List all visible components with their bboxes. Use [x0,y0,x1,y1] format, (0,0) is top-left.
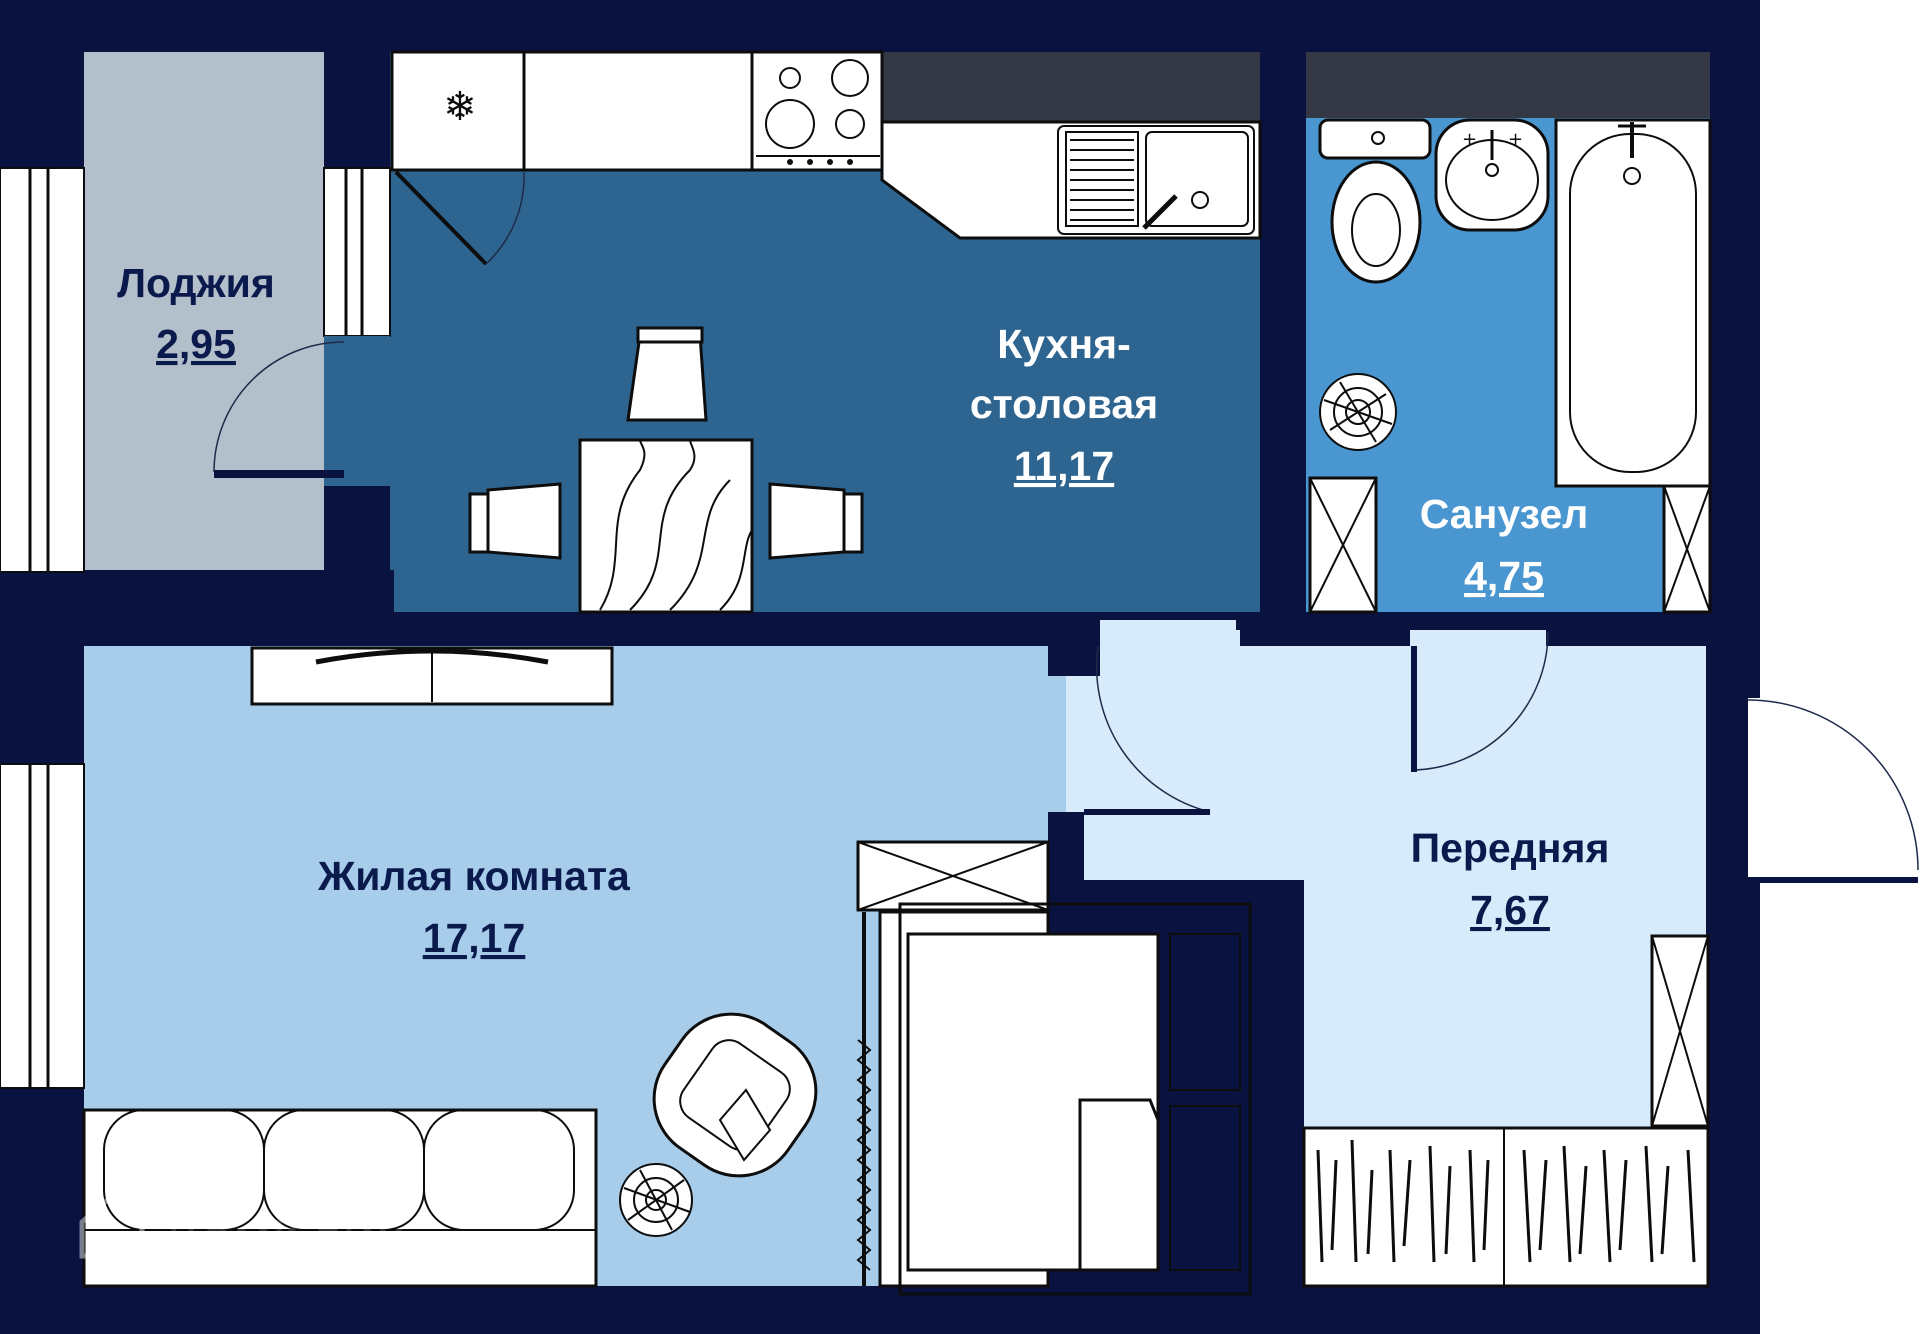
room-area-loggia: 2,95 [156,321,236,367]
plant-icon [619,1163,693,1237]
room-name-living: Жилая комната [317,853,631,899]
wall-kitchen-living [390,612,1100,646]
window-icon [0,763,85,1089]
outside-area [1760,0,1920,1334]
room-hall[interactable] [1066,630,1706,1128]
svg-text:+: + [1462,129,1477,150]
dining-table-icon [578,438,754,614]
bath-counter [1306,52,1710,118]
wall-living-hall-stub [1048,616,1100,676]
curtain [856,912,872,1286]
chair-icon [626,326,708,422]
wall-loggia-bottom [84,570,394,646]
stove-burners-icon [756,59,880,165]
window-icon [0,167,85,573]
bath-shelf [1662,484,1712,614]
door-icon[interactable] [1411,631,1549,772]
door-icon[interactable] [1084,645,1211,815]
room-name-loggia: Лоджия [117,260,275,306]
chair-icon [468,482,562,560]
wall-kitchen-bath [1260,52,1306,632]
watermark-logo: ДомКлик [79,1192,407,1269]
dresser [856,840,1050,912]
room-loggia[interactable] [84,52,324,570]
door-icon[interactable] [1747,698,1919,883]
room-area-bathroom: 4,75 [1464,553,1544,599]
wall-bath-bottom-right [1546,612,1710,646]
door-icon[interactable] [213,336,390,486]
room-name-kitchen-line2: столовая [970,381,1158,427]
room-area-kitchen: 11,17 [1014,443,1114,489]
room-name-bathroom: Санузел [1420,491,1589,537]
wardrobe-icon [1302,1126,1710,1288]
toilet-icon [1318,118,1432,284]
room-name-kitchen-line1: Кухня- [997,321,1130,367]
room-area-hall: 7,67 [1470,887,1550,933]
wall-entry-stub [1706,630,1760,698]
fridge-door [394,170,525,266]
wall-bath-bottom-left [1240,612,1410,646]
window-icon [323,167,391,337]
bed-icon [878,902,1252,1296]
armchair-icon [652,1012,818,1178]
watermark-text: ДомКлик [160,1209,407,1269]
plant-icon [1319,373,1397,451]
svg-text:❄: ❄ [443,84,477,130]
svg-text:+: + [1508,129,1523,150]
room-area-living: 17,17 [423,915,526,961]
bath-shelf [1308,476,1378,614]
chair-icon [768,482,864,560]
washbasin-icon: + + [1434,118,1550,232]
sofa-icon [82,1108,598,1288]
room-name-hall: Передняя [1411,825,1610,871]
hall-entry-strip [1096,620,1236,650]
kitchen-sink-icon [1057,125,1255,235]
wall-entry-stub-lower [1706,880,1760,1300]
tv-stand [250,646,614,706]
shoe-cabinet [1650,934,1710,1128]
snowflake-icon: ❄ [443,84,477,130]
bathtub-icon [1554,118,1712,488]
